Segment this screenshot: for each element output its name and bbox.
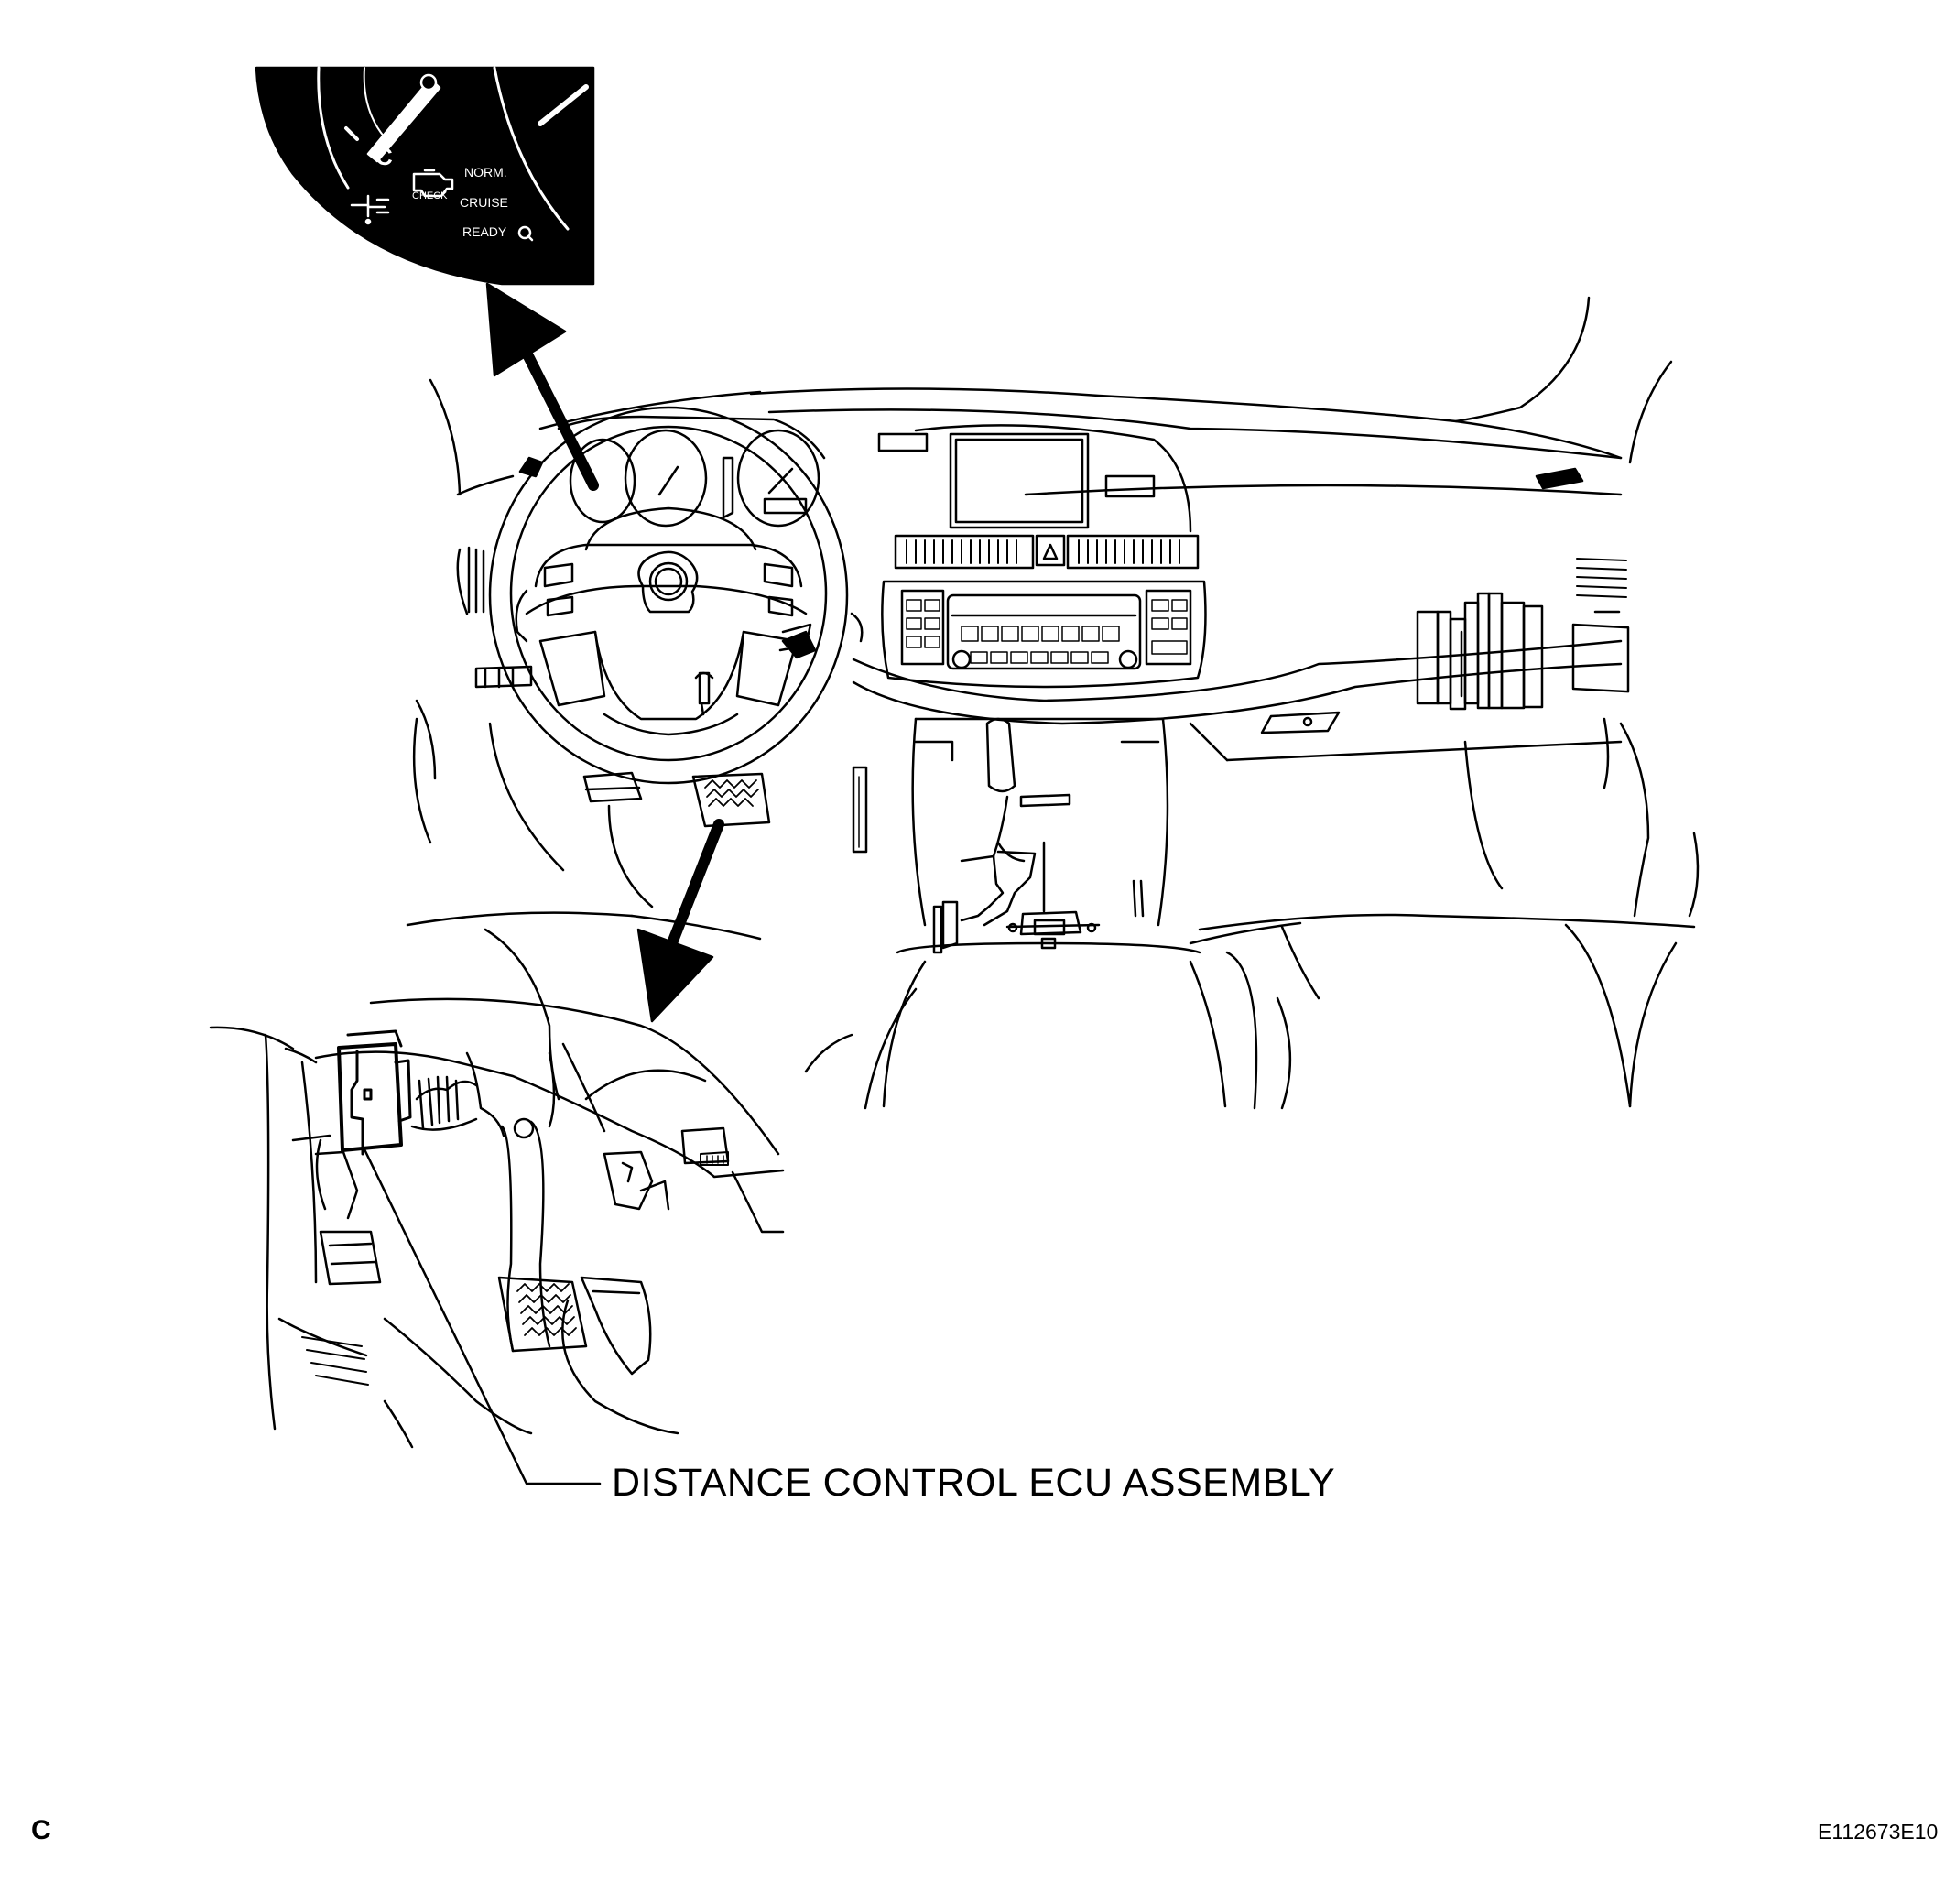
check-engine-icon [412,169,454,198]
distance-control-ecu-assembly [337,1029,412,1156]
ready-indicator-icon [517,225,534,242]
mode-norm-label: NORM. [464,165,507,180]
figure-id: E112673E10 [1818,1820,1939,1844]
arrow-to-meter [485,282,599,491]
steering-wheel [488,406,849,785]
relay-block [1416,592,1544,711]
mode-ready-label: READY [462,224,507,239]
combination-meter-inset [255,66,595,286]
check-label: CHECK [412,190,448,201]
ecu-callout-label: DISTANCE CONTROL ECU ASSEMBLY [612,1461,1336,1505]
dashboard-main-view [406,296,1700,1110]
corner-letter: C [31,1815,51,1845]
arrow-to-ecu-detail [636,819,724,1023]
pedal-area-detail [209,997,785,1449]
temp-letter: C [375,143,393,170]
ecu-leader-line [363,1148,602,1485]
coolant-temperature-icon [350,194,390,225]
mode-cruise-label: CRUISE [460,195,508,210]
